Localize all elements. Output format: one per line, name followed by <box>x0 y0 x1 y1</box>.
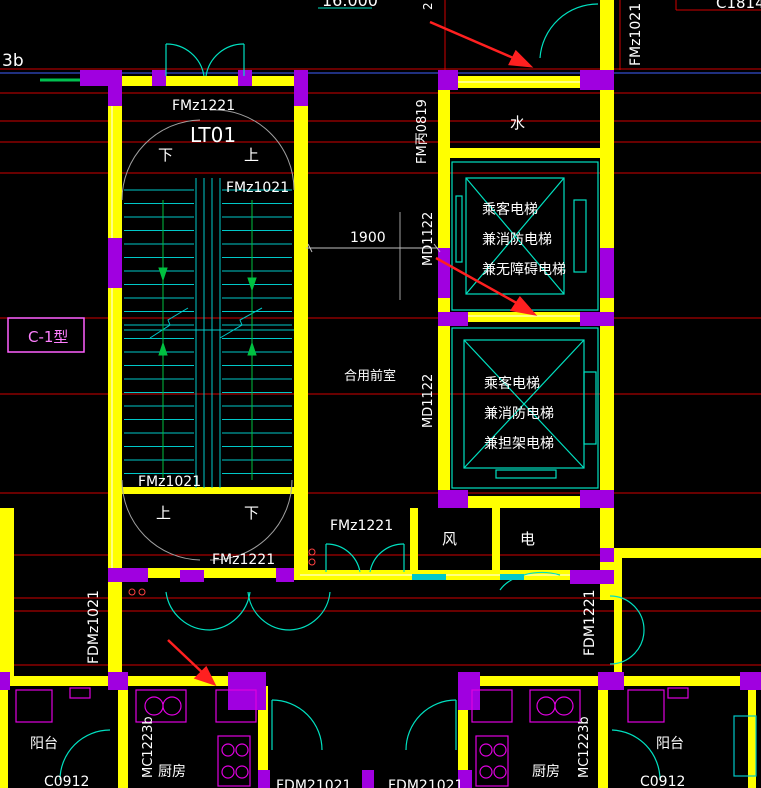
type-box <box>7 317 85 353</box>
door-swings-teal <box>59 3 661 781</box>
right-edge-fixture <box>733 715 757 777</box>
stair-door-top: FMz1221 <box>172 98 235 114</box>
elevator-2 <box>451 327 599 489</box>
dimension-line <box>306 243 441 253</box>
kitchen-right: 厨房 <box>532 764 560 780</box>
kitchen-left: 厨房 <box>158 764 186 780</box>
water-room-door: FM丙0819 <box>415 99 430 164</box>
elevator2-line2: 兼消防电梯 <box>484 406 554 422</box>
vents <box>412 574 524 580</box>
left-door-vertical: FDMz1021 <box>86 590 102 664</box>
grid-label-3b: 3b <box>2 51 24 71</box>
vertical-mark-top: 2 <box>421 2 435 10</box>
elevator2-door: MD1122 <box>421 374 436 428</box>
stair-treads <box>124 178 294 488</box>
fixtures-right <box>471 687 689 787</box>
window-right: C0912 <box>640 774 685 788</box>
door-swings <box>121 109 401 561</box>
balcony-left: 阳台 <box>30 736 58 752</box>
elevator1-line3: 兼无障碍电梯 <box>482 262 566 278</box>
dimension-1900: 1900 <box>350 230 386 246</box>
water-room-label: 水 <box>510 114 525 132</box>
stair-door-inner: FMz1021 <box>226 180 289 196</box>
elevator1-line2: 兼消防电梯 <box>482 232 552 248</box>
stair-up-bottom-left: 上 <box>156 504 171 522</box>
kitchen-door-left: MC1223b <box>141 716 156 778</box>
type-box-label: C-1型 <box>28 328 68 346</box>
top-elevation: 16.000 <box>322 0 378 10</box>
stair-down-top-left: 下 <box>158 146 173 164</box>
stair-door-bottom-inner: FMz1021 <box>138 474 201 490</box>
wind-shaft-label: 风 <box>442 530 457 548</box>
balcony-right: 阳台 <box>656 736 684 752</box>
door-tag-top-right: FMz1021 <box>628 3 644 66</box>
window-left: C0912 <box>44 774 89 788</box>
lobby-door: FMz1221 <box>330 518 393 534</box>
elevator1-door: MD1122 <box>421 212 436 266</box>
fixtures-left <box>15 687 257 787</box>
stair-up-top-right: 上 <box>244 146 259 164</box>
window-tag-top-right: C1814 <box>716 0 761 12</box>
bottom-door-left: FDM21021 <box>276 778 351 788</box>
stair-down-bottom-right: 下 <box>244 504 259 522</box>
annotation-arrows <box>167 20 538 687</box>
small-circles <box>128 548 316 596</box>
bottom-door-right: FDM21021 <box>388 778 463 788</box>
wall-inner-lines <box>111 81 600 576</box>
elevator2-line3: 兼担架电梯 <box>484 436 554 452</box>
elevator1-line1: 乘客电梯 <box>482 201 538 218</box>
lobby-label: 合用前室 <box>344 368 396 384</box>
electric-shaft-label: 电 <box>520 530 535 548</box>
right-door-vertical: FDM1221 <box>582 589 598 656</box>
kitchen-door-right: MC1223b <box>577 716 592 778</box>
stair-door-bottom: FMz1221 <box>212 552 275 568</box>
stair-arrows <box>158 200 257 480</box>
elevator2-line1: 乘客电梯 <box>484 375 540 392</box>
columns <box>0 70 761 788</box>
stair-id: LT01 <box>190 123 236 147</box>
